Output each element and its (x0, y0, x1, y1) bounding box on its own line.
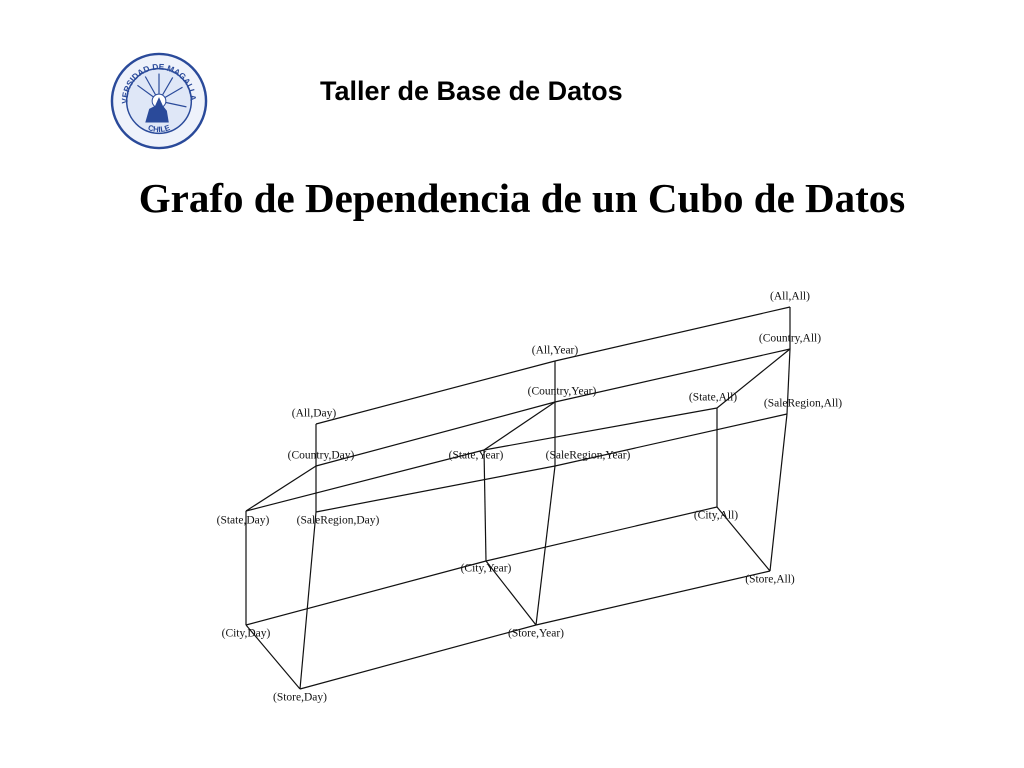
node-saleregion-day: (SaleRegion,Day) (297, 515, 380, 527)
node-store-day: (Store,Day) (273, 692, 327, 704)
edge-country_year-state_year (483, 401, 556, 451)
slide-title: Grafo de Dependencia de un Cubo de Datos (138, 175, 906, 221)
edge-city_year-store_year (485, 560, 537, 626)
node-city-day: (City,Day) (222, 628, 271, 640)
node-state-day: (State,Day) (217, 515, 270, 527)
node-all-year: (All,Year) (532, 345, 579, 357)
edge-store_year-store_all (535, 570, 771, 626)
edge-city_all-store_all (716, 506, 771, 572)
edge-country_all-saleregion_all (786, 348, 791, 415)
edge-store_day-store_year (299, 624, 537, 690)
edge-country_year-country_all (554, 348, 791, 403)
node-state-year: (State,Year) (449, 450, 504, 462)
edge-saleregion_day-saleregion_year (315, 465, 556, 513)
node-city-all: (City,All) (694, 510, 738, 522)
edge-city_year-city_all (485, 506, 718, 562)
node-country-year: (Country,Year) (528, 386, 597, 398)
edge-country_all-state_all (716, 348, 791, 409)
edge-all_year-all_all (554, 306, 791, 362)
seal-text-bottom: CHILE (147, 123, 171, 134)
edge-country_day-state_day (245, 465, 317, 512)
node-state-all: (State,All) (689, 392, 737, 404)
edge-city_day-store_day (245, 624, 301, 690)
svg-text:CHILE: CHILE (147, 123, 171, 134)
node-country-day: (Country,Day) (288, 450, 355, 462)
edge-country_day-country_year (315, 401, 556, 467)
edge-saleregion_day-store_day (299, 511, 317, 690)
edge-saleregion_year-store_year (535, 465, 556, 626)
node-saleregion-year: (SaleRegion,Year) (546, 450, 631, 462)
edge-city_day-city_year (245, 560, 487, 626)
edge-saleregion_year-saleregion_all (554, 413, 788, 467)
node-city-year: (City,Year) (461, 563, 512, 575)
university-seal-icon: UNIVERSIDAD DE MAGALLANES CHILE (110, 52, 208, 150)
edge-state_year-city_year (483, 449, 487, 562)
edge-saleregion_all-store_all (769, 413, 788, 572)
graph-nodes: (All,All) (Country,All) (All,Year) (Country… (217, 291, 843, 704)
node-all-all: (All,All) (770, 291, 810, 303)
node-store-year: (Store,Year) (508, 628, 564, 640)
header-title: Taller de Base de Datos (320, 76, 623, 106)
node-country-all: (Country,All) (759, 333, 821, 345)
edge-state_year-state_all (483, 407, 718, 451)
node-store-all: (Store,All) (745, 574, 795, 586)
edge-all_day-all_year (315, 360, 556, 425)
node-all-day: (All,Day) (292, 408, 337, 420)
graph-edges (245, 306, 791, 690)
node-saleregion-all: (SaleRegion,All) (764, 398, 842, 410)
edge-state_day-state_year (245, 449, 485, 512)
